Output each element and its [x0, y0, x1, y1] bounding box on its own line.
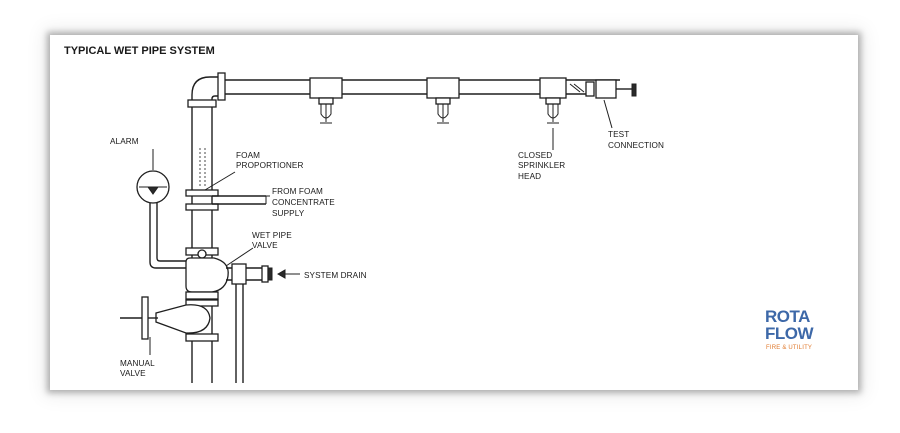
- label-foam-supply-2: CONCENTRATE: [272, 198, 335, 207]
- rotaflow-logo: ROTA FLOW FIRE & UTILITY: [765, 307, 815, 351]
- system-drain: [226, 263, 300, 383]
- label-manual-valve-1: MANUAL: [120, 359, 155, 368]
- diagram-title: TYPICAL WET PIPE SYSTEM: [64, 45, 215, 57]
- top-elbow: [187, 72, 226, 108]
- test-connection-valve: [569, 79, 637, 99]
- label-sprinkler-head-2: SPRINKLER: [518, 161, 565, 170]
- label-sprinkler-head-1: CLOSED: [518, 151, 552, 160]
- label-test-connection-2: CONNECTION: [608, 141, 664, 150]
- wet-pipe-valve: [185, 247, 229, 300]
- label-alarm: ALARM: [110, 137, 139, 146]
- label-foam-proportioner-1: FOAM: [236, 151, 260, 160]
- foam-proportioner: [185, 189, 267, 211]
- label-system-drain: SYSTEM DRAIN: [304, 271, 367, 280]
- label-wet-pipe-valve-1: WET PIPE: [252, 231, 292, 240]
- manual-valve: [120, 296, 219, 355]
- sprinkler-2: [426, 77, 460, 124]
- sprinkler-3: [539, 77, 567, 124]
- label-manual-valve-2: VALVE: [120, 369, 146, 378]
- sprinkler-1: [309, 77, 343, 124]
- label-foam-supply-1: FROM FOAM: [272, 187, 323, 196]
- label-foam-proportioner-2: PROPORTIONER: [236, 161, 303, 170]
- logo-line-1: ROTA: [765, 307, 810, 326]
- alarm-assembly: [136, 170, 192, 269]
- leader-lines: [152, 99, 613, 267]
- label-test-connection-1: TEST: [608, 130, 629, 139]
- label-foam-supply-3: SUPPLY: [272, 209, 305, 218]
- label-sprinkler-head-3: HEAD: [518, 172, 541, 181]
- logo-line-2: FLOW: [765, 324, 814, 343]
- logo-line-3: FIRE & UTILITY: [766, 345, 812, 351]
- label-wet-pipe-valve-2: VALVE: [252, 241, 278, 250]
